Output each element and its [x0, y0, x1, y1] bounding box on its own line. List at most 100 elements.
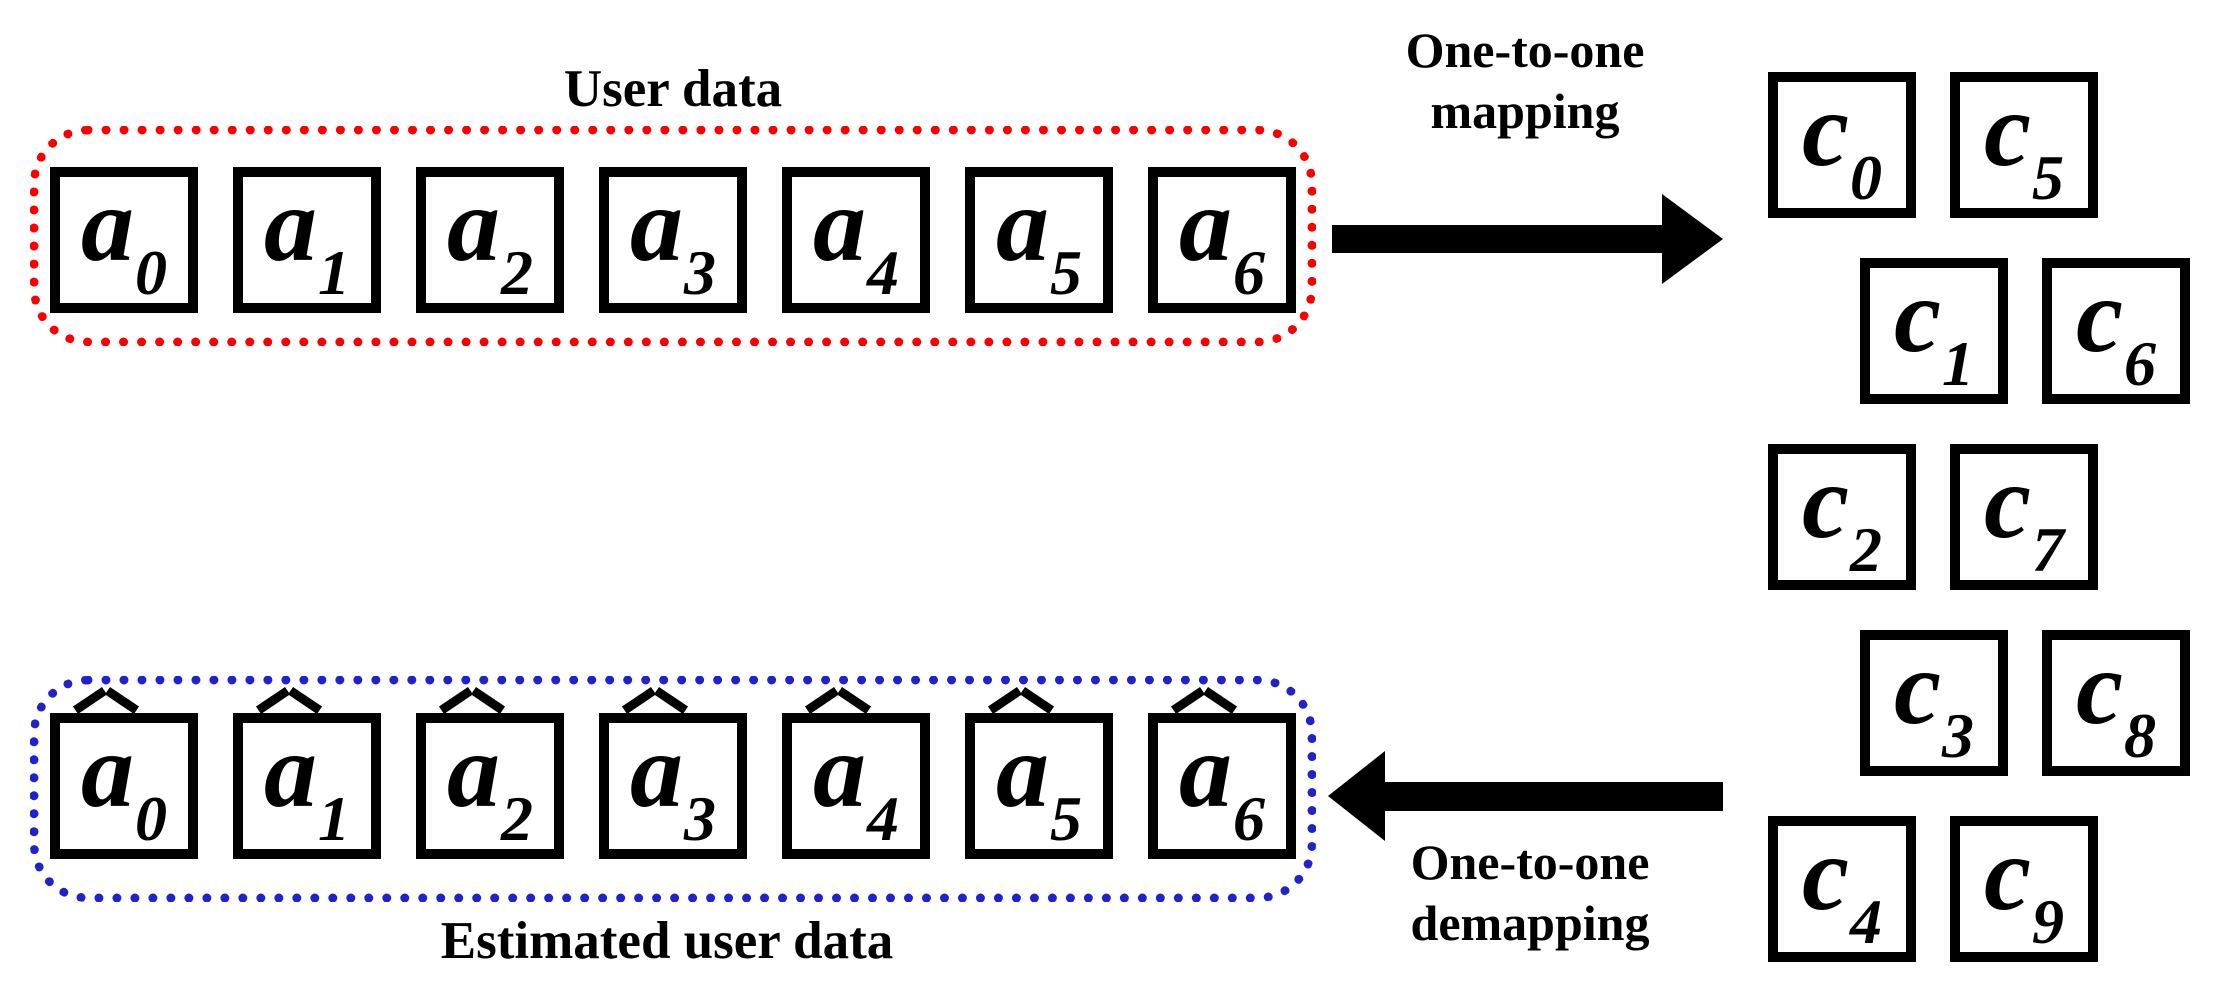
- hat-accent-icon: [444, 692, 500, 714]
- box-label-base: a: [813, 165, 866, 283]
- box-label-subscript: 2: [501, 236, 533, 308]
- box-label-base: c: [1983, 442, 2032, 560]
- box-label: a0: [81, 171, 167, 304]
- demapping-label-line1: One-to-one: [1410, 834, 1650, 890]
- estimated-data-box-a3: a3: [599, 713, 747, 859]
- box-label: a3: [630, 717, 716, 850]
- box-label: a4: [813, 717, 899, 850]
- box-label-base: a: [1179, 165, 1232, 283]
- box-label-subscript: 3: [684, 236, 716, 308]
- codeword-box-c8: c8: [2042, 630, 2190, 776]
- demapping-label-line2: demapping: [1410, 895, 1650, 951]
- box-label: a1: [264, 717, 350, 850]
- box-label: a4: [813, 171, 899, 304]
- box-label: c4: [1802, 820, 1882, 953]
- estimated-data-box-a1: a1: [233, 713, 381, 859]
- box-label-subscript: 4: [867, 236, 899, 308]
- box-label-base: a: [264, 165, 317, 283]
- box-label-base: a: [813, 711, 866, 829]
- codeword-box-c2: c2: [1768, 444, 1916, 590]
- user-data-box-a0: a0: [50, 167, 198, 313]
- box-label-base: a: [630, 711, 683, 829]
- box-label-subscript: 4: [1850, 885, 1883, 957]
- box-label: a2: [447, 171, 533, 304]
- estimated-data-box-a4: a4: [782, 713, 930, 859]
- box-label-subscript: 3: [1942, 699, 1975, 771]
- user-data-box-a5: a5: [965, 167, 1113, 313]
- hat-accent-icon: [627, 692, 683, 714]
- box-label: a0: [81, 717, 167, 850]
- box-label: c8: [2076, 634, 2156, 767]
- box-label-subscript: 6: [1233, 782, 1265, 854]
- box-label: a5: [996, 717, 1082, 850]
- box-label: c1: [1894, 262, 1974, 395]
- box-label-base: a: [447, 165, 500, 283]
- estimated-data-box-a2: a2: [416, 713, 564, 859]
- box-label: a6: [1179, 717, 1265, 850]
- box-label-base: a: [81, 711, 134, 829]
- box-label-subscript: 2: [1850, 513, 1883, 585]
- box-label-base: c: [1801, 442, 1850, 560]
- codeword-box-c5: c5: [1950, 72, 2098, 218]
- estimated-data-box-a0: a0: [50, 713, 198, 859]
- user-data-box-a3: a3: [599, 167, 747, 313]
- user-data-box-a4: a4: [782, 167, 930, 313]
- box-label-base: c: [2075, 256, 2124, 374]
- codeword-box-c4: c4: [1768, 816, 1916, 962]
- codeword-box-c7: c7: [1950, 444, 2098, 590]
- box-label-subscript: 7: [2032, 513, 2065, 585]
- box-label: c2: [1802, 448, 1882, 581]
- box-label-subscript: 1: [318, 782, 350, 854]
- box-label-base: a: [264, 711, 317, 829]
- hat-accent-icon: [261, 692, 317, 714]
- box-label: a5: [996, 171, 1082, 304]
- box-label-subscript: 5: [2032, 141, 2065, 213]
- user-data-box-a2: a2: [416, 167, 564, 313]
- box-label-subscript: 6: [2124, 327, 2157, 399]
- box-label-subscript: 0: [135, 782, 167, 854]
- box-label-subscript: 1: [318, 236, 350, 308]
- user-data-box-a1: a1: [233, 167, 381, 313]
- box-label-subscript: 5: [1050, 236, 1082, 308]
- user-data-box-a6: a6: [1148, 167, 1296, 313]
- box-label-base: a: [996, 165, 1049, 283]
- demapping-arrowhead-icon: [1328, 751, 1385, 841]
- demapping-label: One-to-one demapping: [1380, 832, 1680, 954]
- box-label: c3: [1894, 634, 1974, 767]
- box-label-subscript: 0: [1850, 141, 1883, 213]
- user-data-group: [30, 126, 1316, 346]
- estimated-data-box-a5: a5: [965, 713, 1113, 859]
- codeword-box-c1: c1: [1860, 258, 2008, 404]
- box-label-base: c: [2075, 628, 2124, 746]
- user-data-title: User data: [563, 60, 783, 118]
- box-label-subscript: 9: [2032, 885, 2065, 957]
- box-label: a3: [630, 171, 716, 304]
- hat-accent-icon: [1176, 692, 1232, 714]
- box-label-subscript: 2: [501, 782, 533, 854]
- mapping-arrowhead-icon: [1662, 194, 1723, 284]
- box-label-base: a: [1179, 711, 1232, 829]
- hat-accent-icon: [78, 692, 134, 714]
- box-label-base: c: [1893, 628, 1942, 746]
- box-label-subscript: 3: [684, 782, 716, 854]
- demapping-arrow-body: [1383, 782, 1723, 811]
- mapping-label-line1: One-to-one: [1405, 22, 1645, 78]
- codeword-box-c0: c0: [1768, 72, 1916, 218]
- box-label-base: c: [1893, 256, 1942, 374]
- hat-accent-icon: [810, 692, 866, 714]
- codeword-box-c6: c6: [2042, 258, 2190, 404]
- box-label-base: c: [1983, 814, 2032, 932]
- box-label-subscript: 6: [1233, 236, 1265, 308]
- box-label: c7: [1984, 448, 2064, 581]
- box-label-subscript: 1: [1942, 327, 1975, 399]
- box-label: a6: [1179, 171, 1265, 304]
- box-label-base: c: [1983, 70, 2032, 188]
- estimated-data-group: [30, 676, 1316, 902]
- codeword-box-c3: c3: [1860, 630, 2008, 776]
- box-label: c6: [2076, 262, 2156, 395]
- codeword-box-c9: c9: [1950, 816, 2098, 962]
- box-label-base: a: [630, 165, 683, 283]
- box-label: c9: [1984, 820, 2064, 953]
- box-label-base: c: [1801, 70, 1850, 188]
